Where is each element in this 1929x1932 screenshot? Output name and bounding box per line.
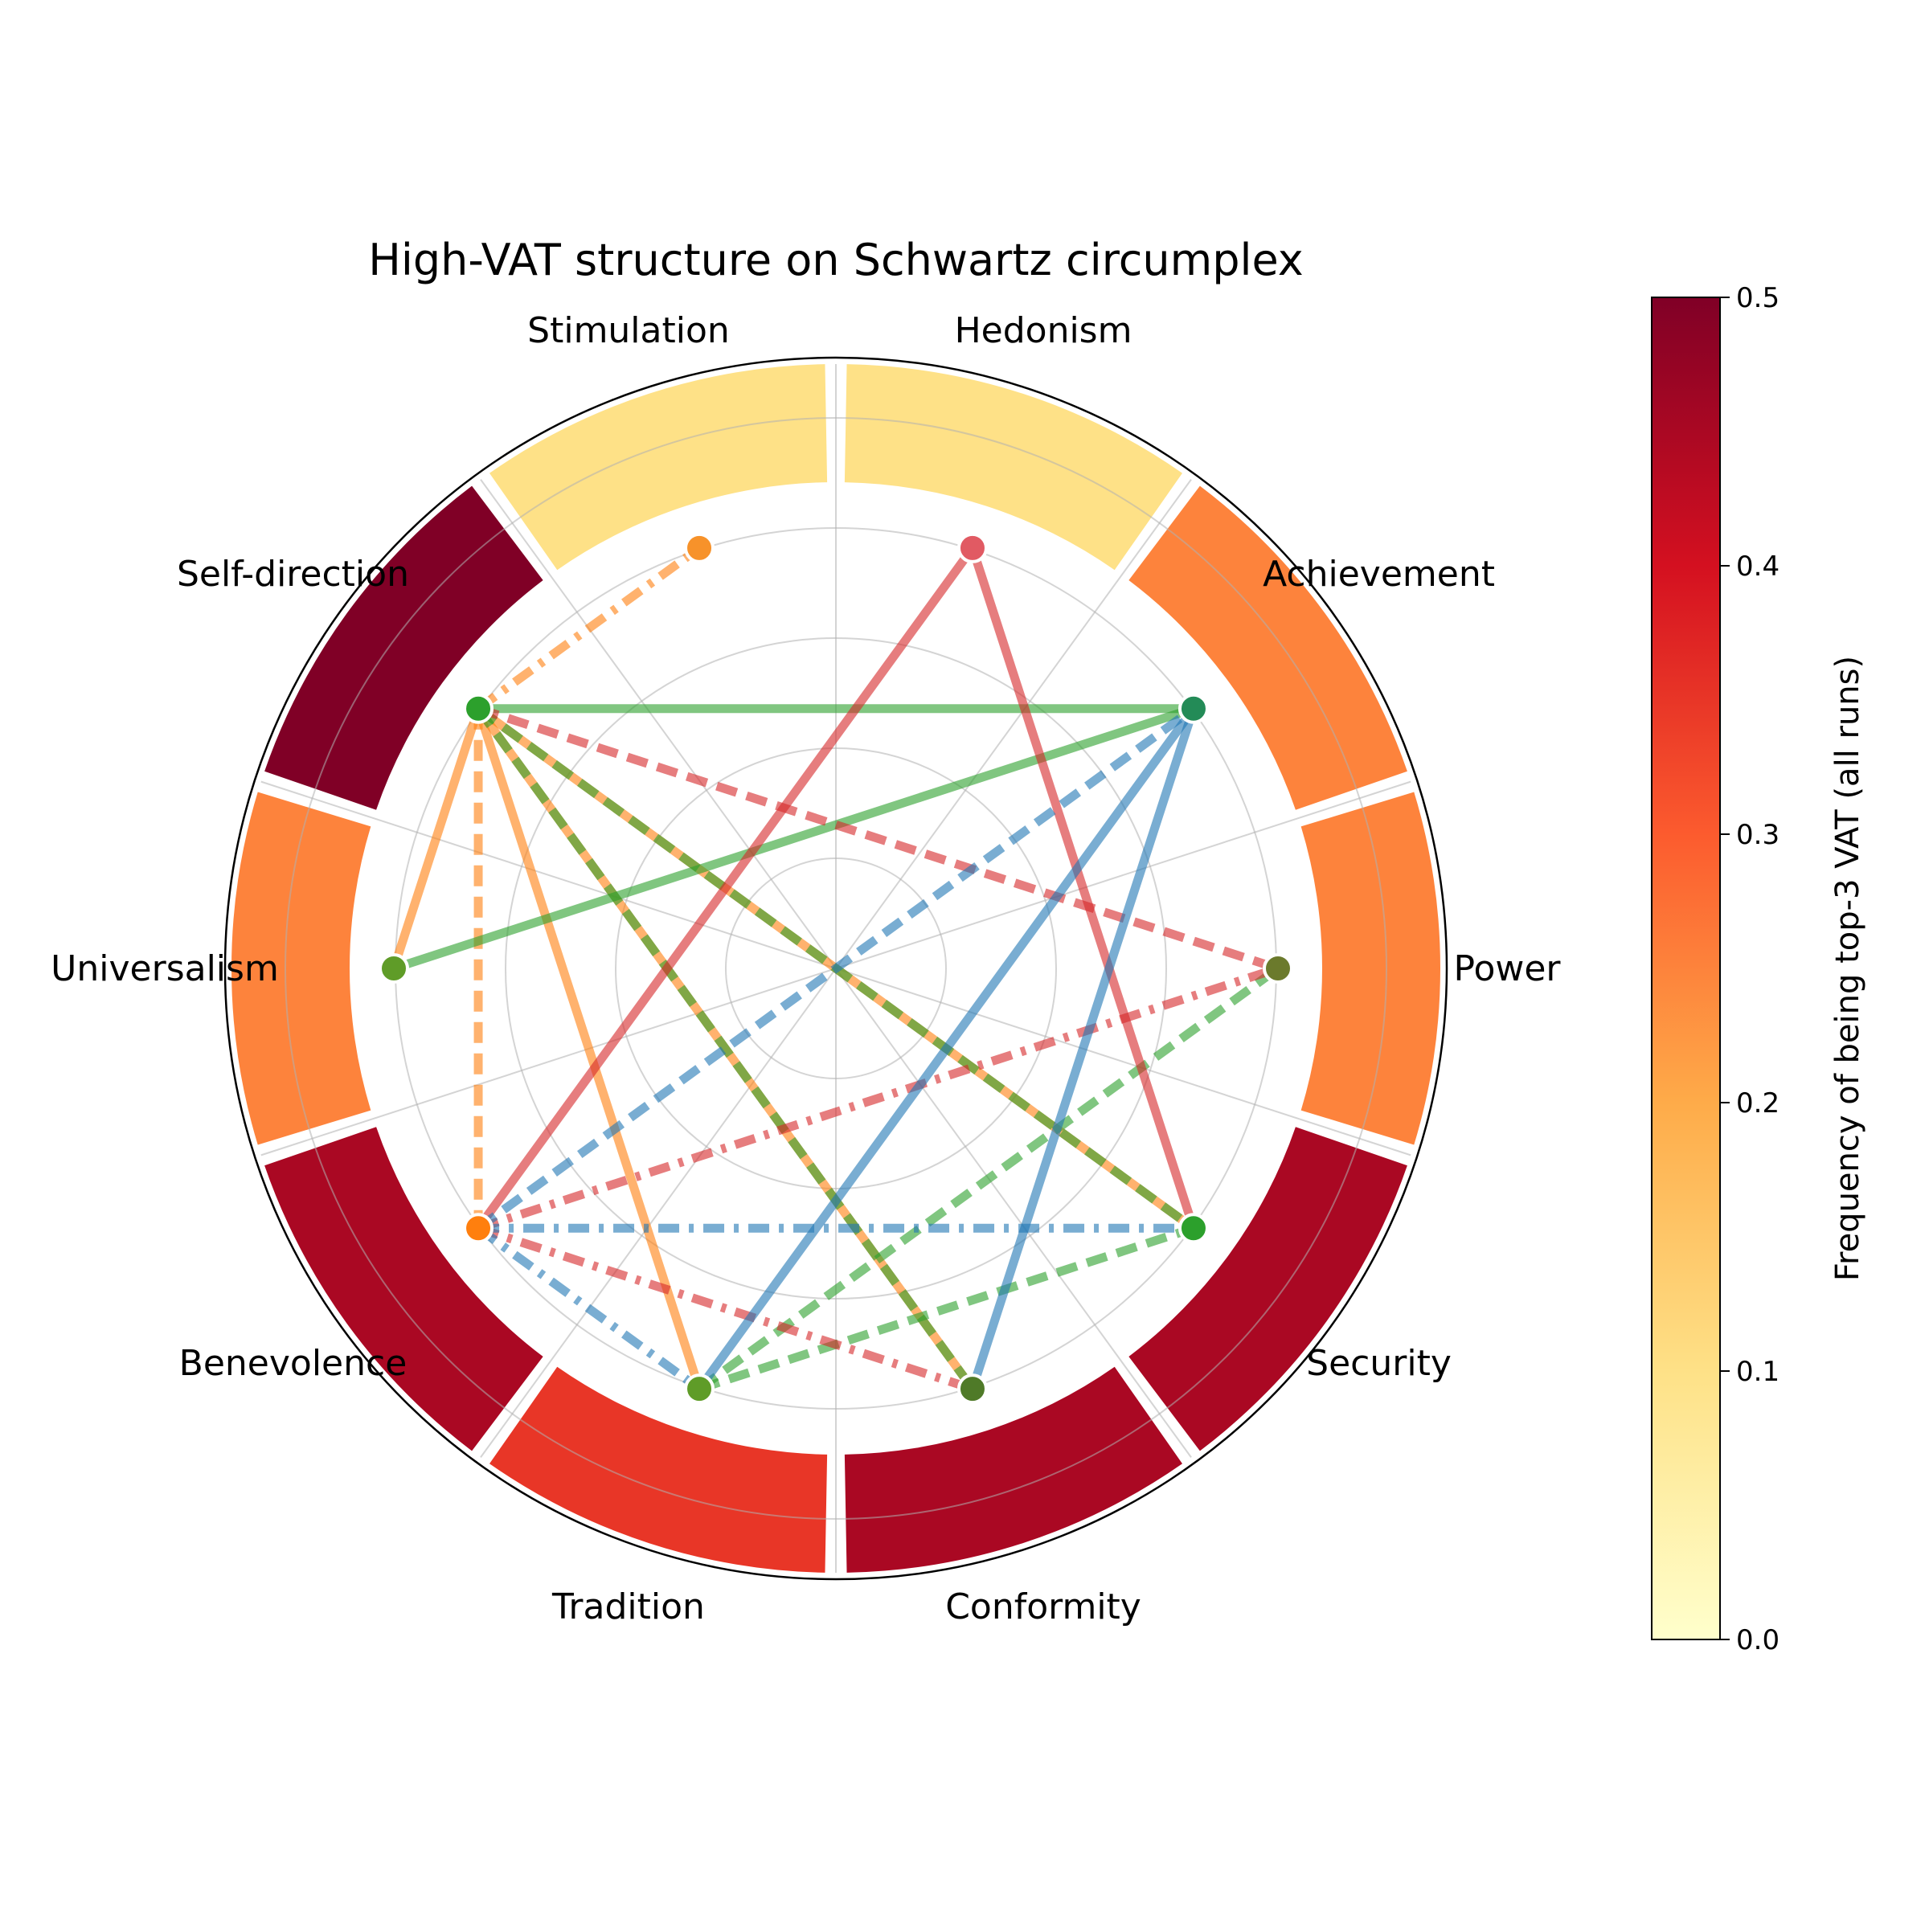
ring-segment-stimulation (489, 364, 828, 571)
grid-spoke (835, 968, 1192, 1458)
edge-tradition-security (698, 1224, 1195, 1394)
category-label-universalism: Universalism (51, 948, 279, 989)
ring-segment-security (1128, 1127, 1407, 1451)
grid-spoke (835, 968, 1411, 1156)
edge-tradition-achievement (695, 706, 1198, 1392)
ring-segment-benevolence (264, 1127, 543, 1451)
edge-self-direction-power (477, 704, 1280, 973)
category-label-tradition: Tradition (551, 1586, 705, 1627)
edge-self-direction-tradition (473, 707, 704, 1390)
colorbar-label: Frequency of being top-3 VAT (all runs) (1829, 656, 1866, 1281)
category-label-conformity: Conformity (945, 1586, 1141, 1627)
colorbar-tick-label: 0.3 (1736, 819, 1780, 851)
colorbar-tick-label: 0.0 (1736, 1624, 1780, 1656)
category-label-hedonism: Hedonism (955, 310, 1132, 351)
ring-segment-hedonism (844, 364, 1182, 571)
edge-universalism-achievement (392, 704, 1195, 973)
edge-self-direction-universalism (389, 707, 483, 970)
node-universalism (379, 953, 409, 984)
chart-title: High-VAT structure on Schwartz circumple… (368, 235, 1304, 285)
polar-grid (223, 356, 1448, 1581)
node-benevolence (463, 1213, 494, 1244)
edge-benevolence-hedonism (474, 545, 977, 1231)
node-security (1177, 1213, 1209, 1244)
category-labels: Power Achievement Hedonism StimulationSelf-… (51, 310, 1561, 1627)
colorbar-tick-label: 0.1 (1736, 1356, 1780, 1388)
node-conformity (956, 1373, 988, 1405)
colorbar: 0.0 0.1 0.2 0.3 0.4 0.5 Frequency of being to… (1651, 282, 1866, 1656)
grid-spoke (260, 780, 837, 969)
category-label-self-direction: Self-direction (177, 554, 409, 595)
ring-segment-universalism (231, 792, 371, 1145)
node-hedonism (956, 532, 988, 563)
grid-spoke (260, 968, 837, 1156)
category-label-achievement: Achievement (1263, 554, 1495, 595)
colorbar-tick-label: 0.5 (1736, 282, 1780, 314)
edge-benevolence-achievement (475, 705, 1197, 1232)
frequency-ring (231, 364, 1440, 1573)
category-label-stimulation: Stimulation (527, 310, 730, 351)
ring-segment-power (1300, 792, 1440, 1145)
edge-self-direction-stimulation (475, 544, 702, 713)
edge-conformity-achievement (968, 707, 1198, 1390)
edge-layer (389, 544, 1281, 1394)
ring-segment-conformity (844, 1366, 1182, 1573)
edge-benevolence-tradition (475, 1224, 702, 1393)
colorbar-tick-label: 0.2 (1736, 1087, 1780, 1119)
ring-segment-achievement (1128, 485, 1407, 810)
grid-spoke (480, 479, 837, 969)
grid-spoke (835, 780, 1411, 969)
node-self-direction (463, 693, 494, 724)
category-label-security: Security (1306, 1343, 1452, 1384)
edge-benevolence-conformity (477, 1224, 974, 1394)
colorbar-gradient (1651, 297, 1721, 1640)
grid-spoke (835, 479, 1192, 969)
colorbar-ticks: 0.0 0.1 0.2 0.3 0.4 0.5 (1720, 282, 1780, 1656)
node-stimulation (684, 532, 715, 563)
edge-benevolence-power (477, 964, 1280, 1233)
edge-hedonism-security (968, 546, 1198, 1230)
node-layer (379, 532, 1293, 1405)
category-label-power: Power (1453, 948, 1561, 989)
ring-segment-self-direction (264, 485, 543, 810)
category-label-benevolence: Benevolence (179, 1343, 408, 1384)
node-power (1263, 953, 1293, 984)
edge-tradition-power (696, 964, 1281, 1393)
edge-self-direction-conformity (474, 706, 977, 1392)
ring-segment-tradition (489, 1366, 828, 1573)
node-achievement (1177, 693, 1209, 724)
node-tradition (684, 1373, 715, 1405)
grid-spoke (480, 968, 837, 1458)
outer-boundary (223, 356, 1448, 1581)
colorbar-tick-label: 0.4 (1736, 551, 1780, 583)
